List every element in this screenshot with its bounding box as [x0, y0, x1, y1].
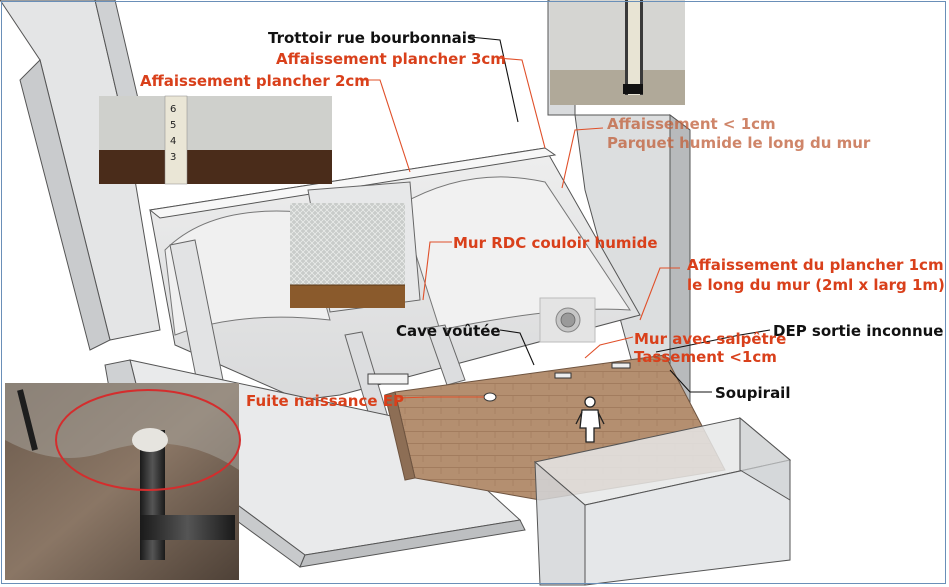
label-fuite: Fuite naissance EP — [246, 392, 405, 410]
label-affaissement-mur-1: Affaissement du plancher 1cm — [687, 256, 944, 274]
soupirail-box — [533, 416, 792, 586]
label-trottoir: Trottoir rue bourbonnais — [268, 29, 476, 47]
label-soupirail: Soupirail — [715, 384, 791, 402]
svg-text:3: 3 — [170, 152, 176, 163]
svg-text:4: 4 — [170, 136, 176, 147]
label-tassement: Tassement <1cm — [634, 348, 777, 366]
label-parquet-humide: Parquet humide le long du mur — [607, 134, 871, 152]
svg-text:5: 5 — [170, 120, 176, 131]
label-affaissement-2cm: Affaissement plancher 2cm — [140, 72, 370, 90]
ruler-photo-right — [550, 0, 685, 105]
person-figure — [575, 396, 605, 443]
label-affaissement-mur-2: le long du mur (2ml x larg 1m) — [687, 276, 945, 294]
label-mur-rdc: Mur RDC couloir humide — [453, 234, 658, 252]
textured-wall-photo — [290, 203, 405, 308]
svg-text:6: 6 — [170, 104, 176, 115]
drain-photo — [539, 297, 596, 343]
label-affaissement-3cm: Affaissement plancher 3cm — [276, 50, 506, 68]
label-cave-voutee: Cave voûtée — [396, 322, 501, 340]
label-dep-sortie: DEP sortie inconnue — [773, 322, 944, 340]
label-affaissement-1cm: Affaissement < 1cm — [607, 115, 776, 133]
leak-pipe-photo — [5, 383, 241, 580]
floor-objects — [367, 362, 631, 402]
ruler-photo-left: 6 5 4 3 — [99, 95, 332, 185]
leader-lines — [360, 36, 771, 399]
label-mur-salpetre: Mur avec salpêtre — [634, 330, 787, 348]
